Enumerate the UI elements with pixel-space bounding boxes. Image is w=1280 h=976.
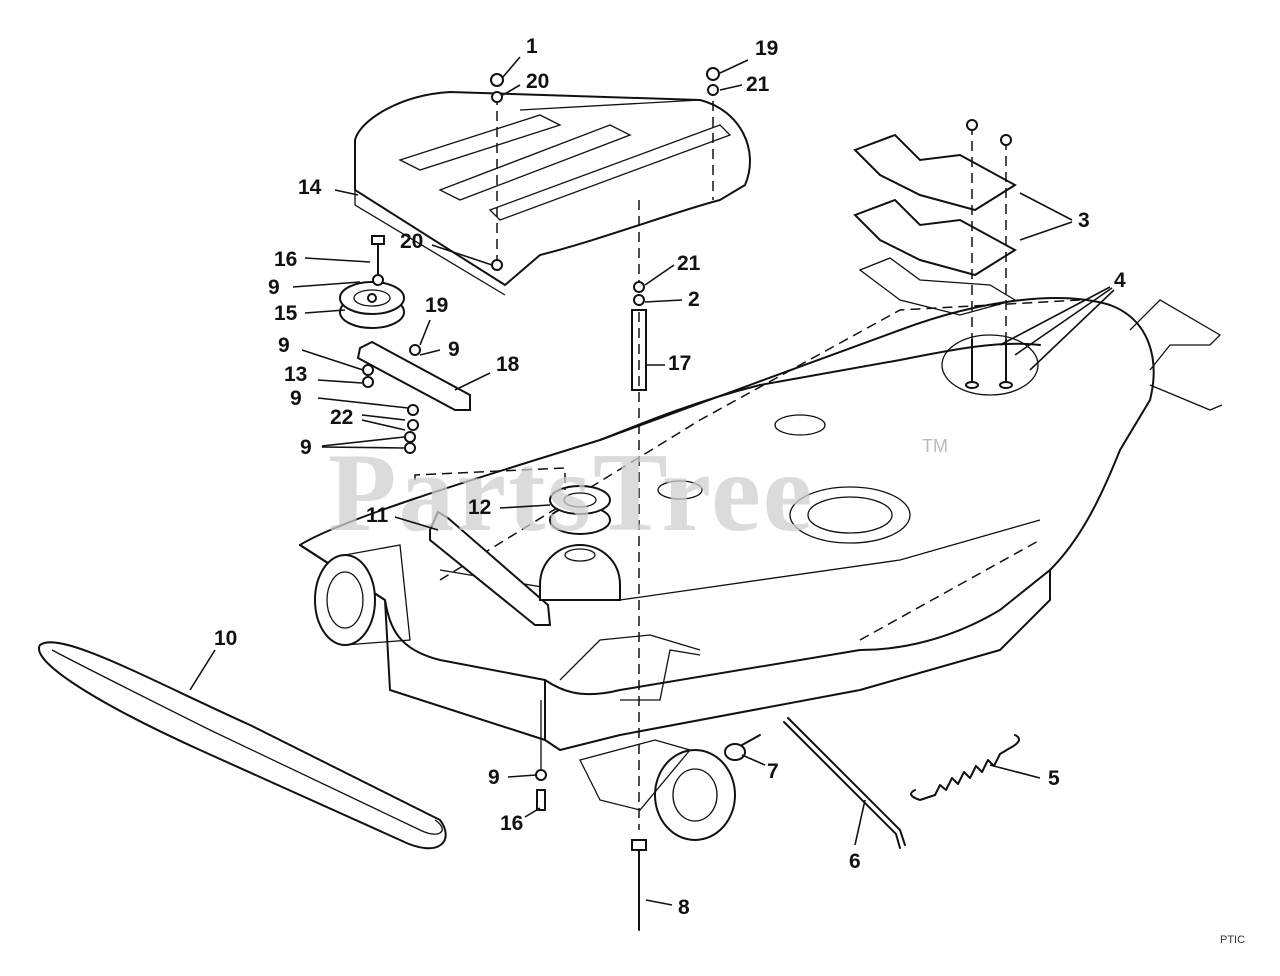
callout-2: 2 — [688, 288, 700, 311]
tension-arm — [429, 510, 552, 626]
carriage-bolts — [941, 334, 1039, 396]
callout-9-e: 9 — [300, 436, 312, 459]
deck-wheel-left — [314, 544, 411, 646]
plate-bolt-1 — [966, 119, 978, 360]
spindle-housing — [539, 543, 621, 601]
leader-lines — [189, 56, 1115, 906]
plate-bolt-2 — [1000, 134, 1012, 360]
callout-20-top: 20 — [526, 70, 549, 93]
deck-spindle-opening-right — [789, 486, 911, 544]
deck-wheel-front — [579, 739, 736, 841]
callout-7: 7 — [767, 760, 779, 783]
idler-pulley — [339, 281, 405, 329]
callout-16-top: 16 — [274, 248, 297, 271]
callout-6: 6 — [849, 850, 861, 873]
callout-9-c: 9 — [278, 334, 290, 357]
pulley-bolt — [371, 235, 385, 286]
spindle-bolt — [631, 839, 647, 931]
callout-4: 4 — [1114, 269, 1126, 292]
weight-plate-upper — [853, 133, 1017, 212]
callout-labels: 1 20 19 21 14 20 16 9 15 19 9 9 18 13 9 … — [214, 35, 1126, 919]
weight-plate-lower — [853, 198, 1017, 277]
deck-spindle-opening-center — [657, 414, 826, 500]
callout-10: 10 — [214, 627, 237, 650]
idler-arm — [356, 340, 471, 411]
spindle-pulley — [549, 485, 611, 535]
callout-21-mid: 21 — [677, 252, 701, 275]
cover-hardware — [490, 67, 720, 306]
callout-12: 12 — [468, 496, 491, 519]
callout-9-f: 9 — [488, 766, 500, 789]
callout-11: 11 — [366, 504, 389, 527]
callout-15: 15 — [274, 302, 298, 325]
belt-cover — [354, 90, 751, 296]
callout-19-mid: 19 — [425, 294, 448, 317]
callout-9-a: 9 — [268, 276, 280, 299]
drive-belt — [37, 641, 447, 850]
adjustment-rod — [783, 717, 906, 849]
callout-22: 22 — [330, 406, 353, 429]
callout-1: 1 — [526, 35, 538, 58]
image-code: PTIC — [1220, 934, 1245, 946]
callout-14: 14 — [298, 176, 322, 199]
pulley-assembly-line — [414, 467, 566, 490]
washer-stack — [362, 344, 421, 454]
extension-spring — [910, 734, 1020, 801]
callout-13: 13 — [284, 363, 307, 386]
callout-3: 3 — [1078, 209, 1090, 232]
watermark: PartsTree — [328, 431, 815, 555]
callout-16-bottom: 16 — [500, 812, 523, 835]
callout-20-mid: 20 — [400, 230, 423, 253]
callout-8: 8 — [678, 896, 690, 919]
watermark-trademark: TM — [922, 436, 948, 456]
callout-5: 5 — [1048, 767, 1060, 790]
callout-19-top: 19 — [755, 37, 778, 60]
callout-17: 17 — [668, 352, 691, 375]
callout-21-top: 21 — [746, 73, 770, 96]
callout-9-d: 9 — [290, 387, 302, 410]
callout-9-b: 9 — [448, 338, 460, 361]
hairpin-clip — [724, 734, 761, 761]
callout-18: 18 — [496, 353, 520, 376]
pivot-pin — [535, 700, 547, 811]
weight-plate-bracket — [858, 257, 1017, 316]
